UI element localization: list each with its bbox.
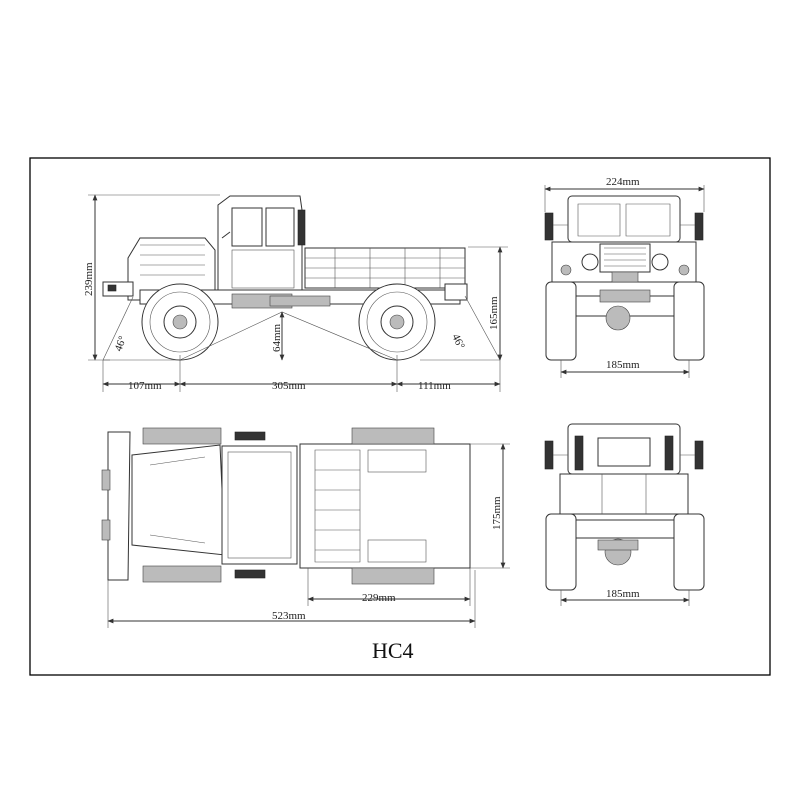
dim-departure-angle: 46°	[449, 332, 467, 351]
dim-approach-angle: 46°	[113, 334, 130, 353]
dim-rear-overhang: 111mm	[418, 380, 451, 392]
dim-bed-length: 229mm	[362, 592, 396, 604]
front-view: 224mm 185mm	[544, 176, 705, 378]
dim-front-track: 185mm	[606, 359, 640, 371]
dim-overall-length: 523mm	[272, 610, 306, 622]
drawing-border	[29, 157, 771, 676]
dim-bed-height: 165mm	[488, 296, 500, 330]
front-view-truck	[544, 195, 705, 361]
rear-wheel	[358, 283, 436, 361]
rear-view-truck	[544, 423, 705, 591]
dim-front-overhang: 107mm	[128, 380, 162, 392]
dim-front-top-width: 224mm	[606, 176, 640, 188]
dim-ground-clearance: 64mm	[271, 323, 283, 352]
dim-height: 239mm	[83, 262, 95, 296]
dim-rear-track: 185mm	[606, 588, 640, 600]
top-view-truck	[101, 427, 471, 585]
side-view-truck	[102, 195, 468, 361]
front-wheel	[141, 283, 219, 361]
dim-bed-width: 175mm	[491, 496, 503, 530]
drawing-title: HC4	[372, 638, 414, 663]
dim-wheelbase: 305mm	[272, 380, 306, 392]
rear-view: 185mm	[544, 423, 705, 606]
top-view: 175mm 229mm 523mm	[101, 427, 510, 628]
side-view: 239mm 165mm 64mm 46° 46° 107mm 305mm 111…	[83, 194, 508, 392]
